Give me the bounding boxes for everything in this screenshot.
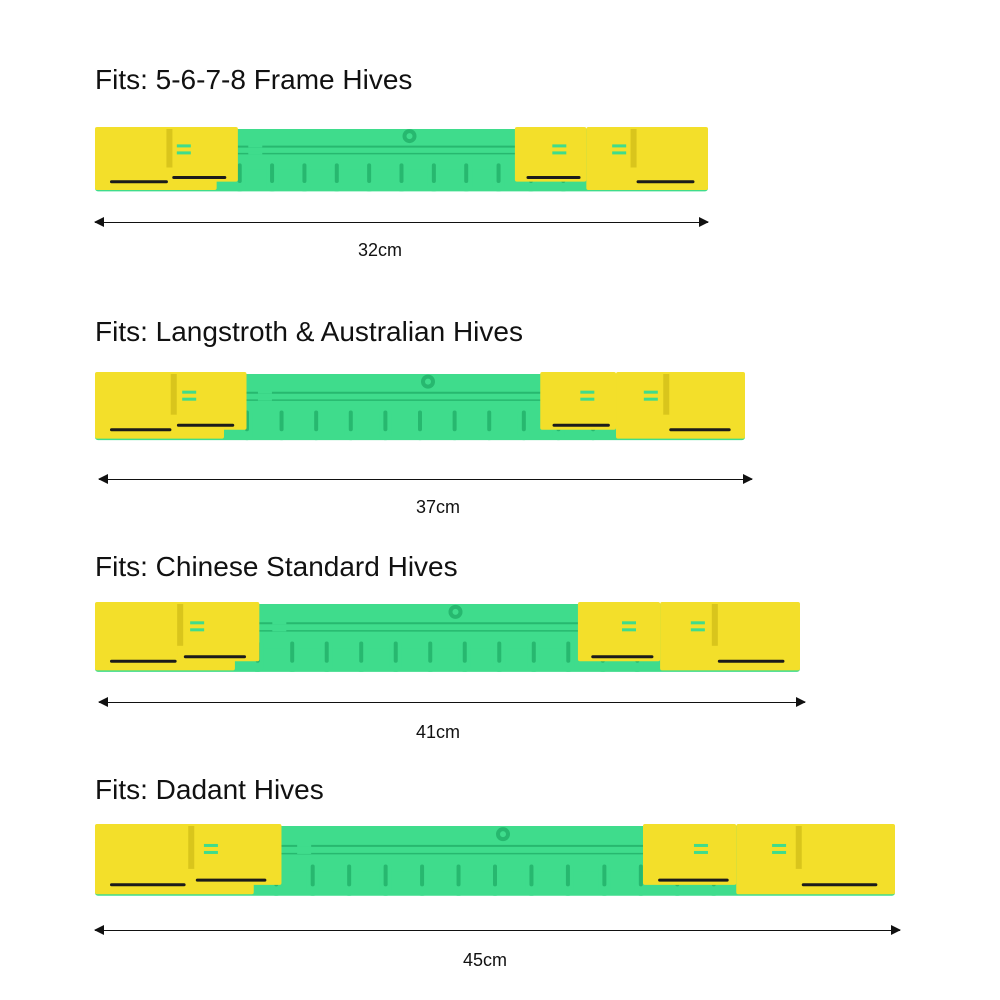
comb-finger: [557, 162, 570, 192]
comb-finger: [460, 162, 473, 192]
green-base: [95, 617, 800, 672]
comb-finger: [310, 409, 323, 441]
mount-hole: [496, 827, 510, 842]
green-base: [95, 141, 708, 192]
left-end-cap: [95, 824, 312, 895]
comb-finger: [671, 863, 684, 896]
dimension-label: 37cm: [415, 497, 460, 517]
comb-finger: [562, 640, 575, 672]
comb-finger: [634, 863, 647, 896]
green-base: [95, 839, 895, 896]
comb-finger: [492, 162, 505, 192]
green-base: [95, 386, 745, 441]
comb-finger: [363, 162, 376, 192]
mount-hole: [421, 374, 435, 389]
left-end-cap: [95, 602, 287, 671]
left-end-cap: [95, 127, 263, 190]
frame-spacer: [95, 824, 895, 896]
comb-finger: [587, 409, 600, 441]
comb-finger: [493, 640, 506, 672]
comb-finger: [320, 640, 333, 672]
comb-bar: [214, 129, 589, 170]
comb-finger: [452, 863, 465, 896]
comb-finger: [395, 162, 408, 192]
right-end-cap: [643, 824, 895, 895]
comb-finger: [631, 640, 644, 672]
comb-finger: [251, 640, 264, 672]
comb-finger: [379, 863, 392, 896]
dimension-label: 41cm: [415, 722, 460, 742]
comb-finger: [343, 863, 356, 896]
comb-finger: [524, 162, 537, 192]
comb-finger: [517, 409, 530, 441]
right-end-cap: [514, 127, 708, 190]
comb-finger: [525, 863, 538, 896]
comb-finger: [707, 863, 720, 896]
comb-finger: [240, 409, 253, 441]
mount-hole: [402, 129, 417, 144]
comb-finger: [286, 640, 299, 672]
section-title: Fits: Dadant Hives: [95, 774, 324, 805]
comb-bar: [251, 826, 739, 872]
comb-finger: [483, 409, 496, 441]
comb-finger: [598, 863, 611, 896]
comb-finger: [427, 162, 440, 192]
comb-finger: [298, 162, 311, 192]
left-end-cap: [95, 372, 272, 439]
comb-finger: [448, 409, 461, 441]
right-end-cap: [540, 372, 745, 439]
comb-finger: [489, 863, 501, 896]
comb-bar: [221, 374, 619, 417]
dimension-arrow: [98, 474, 753, 484]
frame-spacer: [95, 127, 708, 192]
dimension-label: 45cm: [462, 950, 507, 970]
comb-finger: [330, 162, 343, 192]
comb-finger: [561, 863, 574, 896]
comb-finger: [527, 640, 540, 672]
comb-finger: [389, 640, 402, 672]
comb-finger: [552, 409, 565, 441]
frame-spacer: [95, 372, 745, 441]
dimension-arrow: [98, 697, 806, 707]
comb-finger: [233, 162, 246, 192]
comb-finger: [266, 162, 279, 192]
comb-finger: [458, 640, 471, 672]
comb-finger: [275, 409, 288, 441]
comb-finger: [416, 863, 429, 896]
frame-spacer: [95, 602, 800, 672]
comb-bar: [232, 604, 663, 649]
dimension-arrow: [94, 925, 901, 935]
section-title: Fits: Langstroth & Australian Hives: [95, 316, 523, 347]
comb-finger: [424, 640, 437, 672]
comb-finger: [379, 409, 392, 441]
comb-finger: [344, 409, 357, 441]
section-title: Fits: 5-6-7-8 Frame Hives: [95, 64, 413, 95]
comb-finger: [355, 640, 368, 672]
section-title: Fits: Chinese Standard Hives: [95, 551, 458, 582]
dimension-label: 32cm: [357, 240, 402, 260]
dimension-arrow: [94, 217, 709, 227]
comb-finger: [306, 863, 319, 896]
mount-hole: [448, 604, 463, 619]
right-end-cap: [577, 602, 800, 671]
comb-finger: [414, 409, 426, 441]
comb-finger: [596, 640, 609, 672]
comb-finger: [270, 863, 283, 896]
